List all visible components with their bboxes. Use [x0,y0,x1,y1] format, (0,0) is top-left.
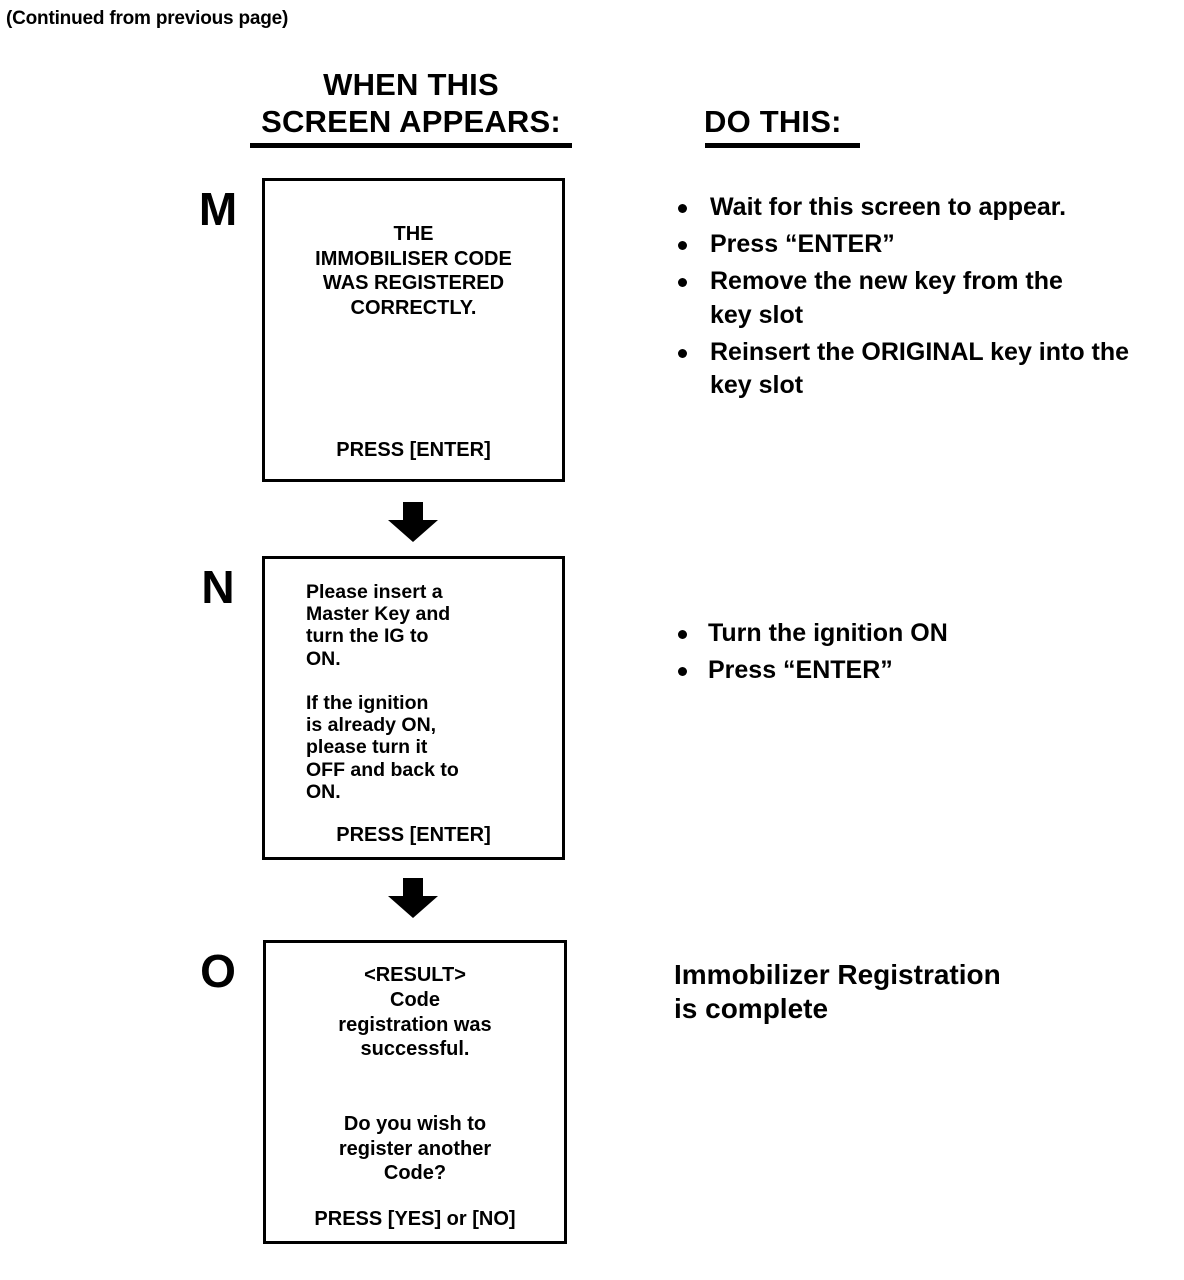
down-arrow-icon [388,502,438,542]
screen-box-m: THE IMMOBILISER CODE WAS REGISTERED CORR… [262,178,565,482]
down-arrow-icon [388,878,438,918]
continued-note: (Continued from previous page) [6,8,289,29]
action-item: Reinsert the ORIGINAL key into the key s… [676,336,1166,403]
screen-o-message: <RESULT> Code registration was successfu… [338,964,492,1185]
screen-m-message: THE IMMOBILISER CODE WAS REGISTERED CORR… [315,223,512,319]
action-item: Press “ENTER” [676,228,1166,262]
action-item: Wait for this screen to appear. [676,191,1166,225]
step-letter-o: O [200,945,236,997]
action-item: Press “ENTER” [676,654,1166,688]
action-item: Remove the new key from the key slot [676,265,1110,332]
screen-o-prompt: PRESS [YES] or [NO] [314,1208,516,1230]
action-item: Turn the ignition ON [676,617,1166,651]
screen-box-o: <RESULT> Code registration was successfu… [263,940,567,1244]
column-header-action-underline [705,143,860,148]
screen-box-n: Please insert a Master Key and turn the … [262,556,565,860]
screen-n-message: Please insert a Master Key and turn the … [306,581,459,803]
column-header-action: DO THIS: [704,104,842,139]
action-list-n: Turn the ignition ON Press “ENTER” [676,617,1166,691]
column-header-screen-underline [250,143,572,148]
screen-m-prompt: PRESS [ENTER] [336,439,491,461]
step-letter-n: N [201,561,235,613]
step-letter-m: M [198,183,238,235]
screen-n-prompt: PRESS [ENTER] [336,824,491,846]
column-header-screen: WHEN THIS SCREEN APPEARS: [261,67,561,139]
action-list-m: Wait for this screen to appear. Press “E… [676,191,1166,406]
registration-complete-note: Immobilizer Registration is complete [674,959,1001,1024]
